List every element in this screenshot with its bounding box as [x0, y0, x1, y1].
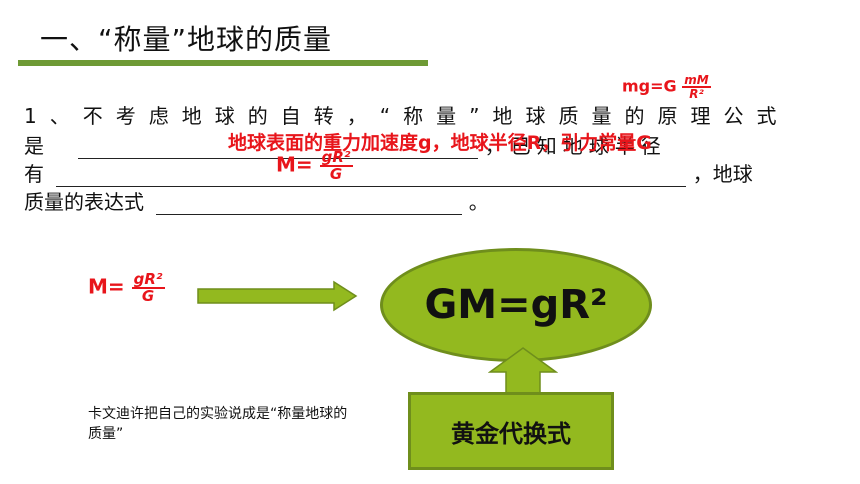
gravity-formula-denominator: R² — [689, 87, 704, 101]
question-line-1: 1、不考虑地球的自转，“称量”地球质量的原理公式 — [24, 104, 790, 128]
golden-substitution-label: 黄金代换式 — [451, 419, 571, 448]
golden-substitution-ellipse: GM=gR² — [380, 248, 652, 362]
answer-blank-3 — [156, 192, 463, 215]
diagram-mass-denominator: G — [141, 287, 155, 305]
diagram-mass-numerator: gR² — [131, 270, 165, 289]
mass-formula-label: M= — [276, 152, 313, 177]
known-quantities-answer: 地球表面的重力加速度g，地球半径R，引力常量G — [228, 132, 652, 154]
question-line-4: 质量的表达式 。 — [24, 186, 754, 215]
question-line-2: 是 ，已知地球半径 — [24, 130, 754, 159]
question-line-4-suffix: 。 — [468, 190, 489, 214]
question-line-2-prefix: 是 — [24, 134, 44, 158]
gravity-formula-fraction: mM R² — [682, 73, 711, 101]
answer-blank-1 — [78, 136, 479, 159]
answer-blank-2 — [56, 164, 687, 187]
diagram-mass-formula: M= gR² G — [88, 272, 165, 304]
golden-substitution-formula: GM=gR² — [424, 282, 608, 328]
mass-formula-numerator: gR² — [319, 148, 353, 167]
mass-formula-answer: M= gR² G — [276, 150, 353, 182]
gravity-formula-numerator: mM — [682, 73, 711, 88]
golden-substitution-box: 黄金代换式 — [408, 392, 614, 470]
question-line-3-prefix: 有 — [24, 162, 44, 186]
diagram-mass-fraction: gR² G — [131, 270, 165, 305]
question-line-3-suffix: ，地球 — [692, 162, 753, 186]
mass-formula-fraction: gR² G — [319, 148, 353, 183]
question-line-4-prefix: 质量的表达式 — [24, 190, 144, 214]
cavendish-note: 卡文迪许把自己的实验说成是“称量地球的质量” — [88, 406, 348, 442]
title-underline — [18, 60, 428, 66]
diagram-mass-label: M= — [88, 274, 125, 299]
up-arrow-icon — [488, 347, 558, 395]
question-line-3: 有 ，地球 — [24, 158, 754, 187]
right-arrow-icon — [197, 280, 358, 312]
mass-formula-denominator: G — [329, 165, 343, 183]
question-line-2-suffix: ，已知地球半径 — [484, 134, 667, 158]
gravity-formula: mg=G mM R² — [622, 74, 711, 100]
gravity-formula-label: mg=G — [622, 76, 677, 96]
page-title: 一、“称量”地球的质量 — [40, 23, 333, 56]
